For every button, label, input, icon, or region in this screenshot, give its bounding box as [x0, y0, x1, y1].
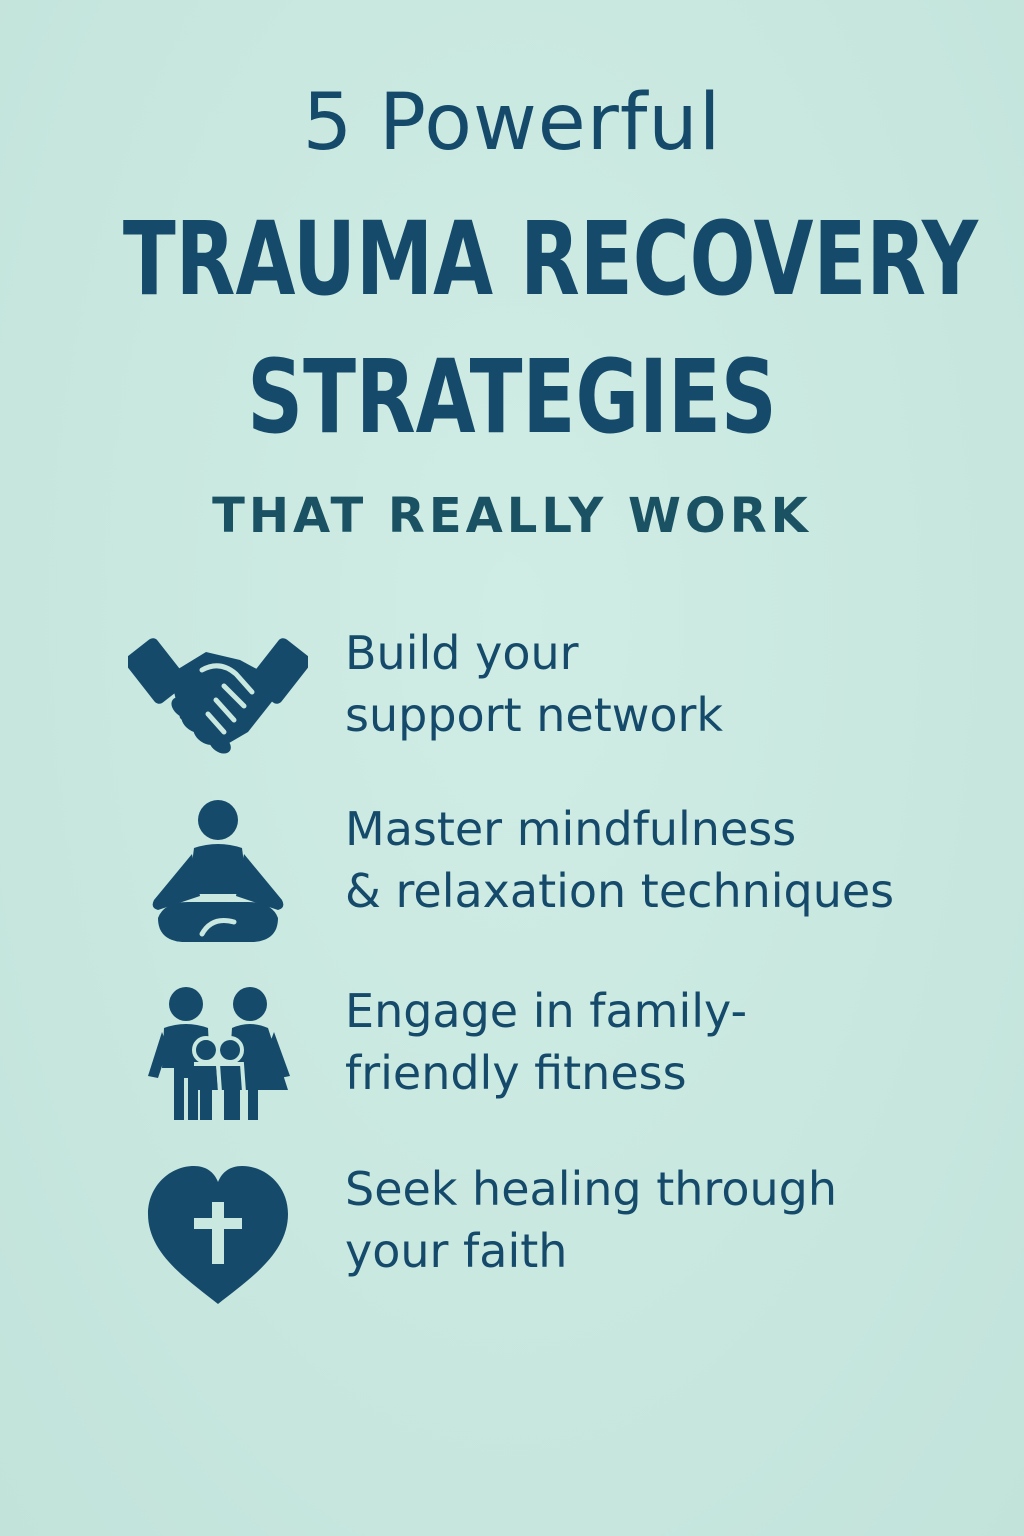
strategy-line-2: support network	[345, 688, 724, 742]
strategy-line-2: your faith	[345, 1224, 568, 1278]
strategy-line-1: Master mindfulness	[345, 802, 797, 856]
headline-title-line-1: TRAUMA RECOVERY	[122, 200, 979, 319]
strategy-item-faith: Seek healing through your faith	[0, 1158, 1024, 1308]
meditation-icon	[128, 798, 308, 948]
headline-title-line-2: STRATEGIES	[247, 338, 777, 457]
strategy-line-1: Build your	[345, 626, 579, 680]
strategy-line-2: friendly fitness	[345, 1046, 687, 1100]
strategy-item-support-network: Build your support network	[0, 622, 1024, 772]
heart-cross-icon	[128, 1158, 308, 1308]
headline-subtitle: THAT REALLY WORK	[212, 488, 812, 544]
strategy-line-2: & relaxation techniques	[345, 864, 895, 918]
handshake-icon	[128, 622, 308, 772]
strategy-text-support-network: Build your support network	[345, 622, 1005, 746]
strategy-line-1: Engage in family-	[345, 984, 748, 1038]
strategy-item-mindfulness: Master mindfulness & relaxation techniqu…	[0, 798, 1024, 948]
strategy-text-mindfulness: Master mindfulness & relaxation techniqu…	[345, 798, 1005, 922]
strategy-text-family-fitness: Engage in family- friendly fitness	[345, 980, 1005, 1104]
headline-kicker: 5 Powerful	[302, 78, 722, 168]
family-icon	[128, 980, 308, 1130]
strategy-text-faith: Seek healing through your faith	[345, 1158, 1005, 1282]
strategy-line-1: Seek healing through	[345, 1162, 837, 1216]
strategy-item-family-fitness: Engage in family- friendly fitness	[0, 980, 1024, 1130]
